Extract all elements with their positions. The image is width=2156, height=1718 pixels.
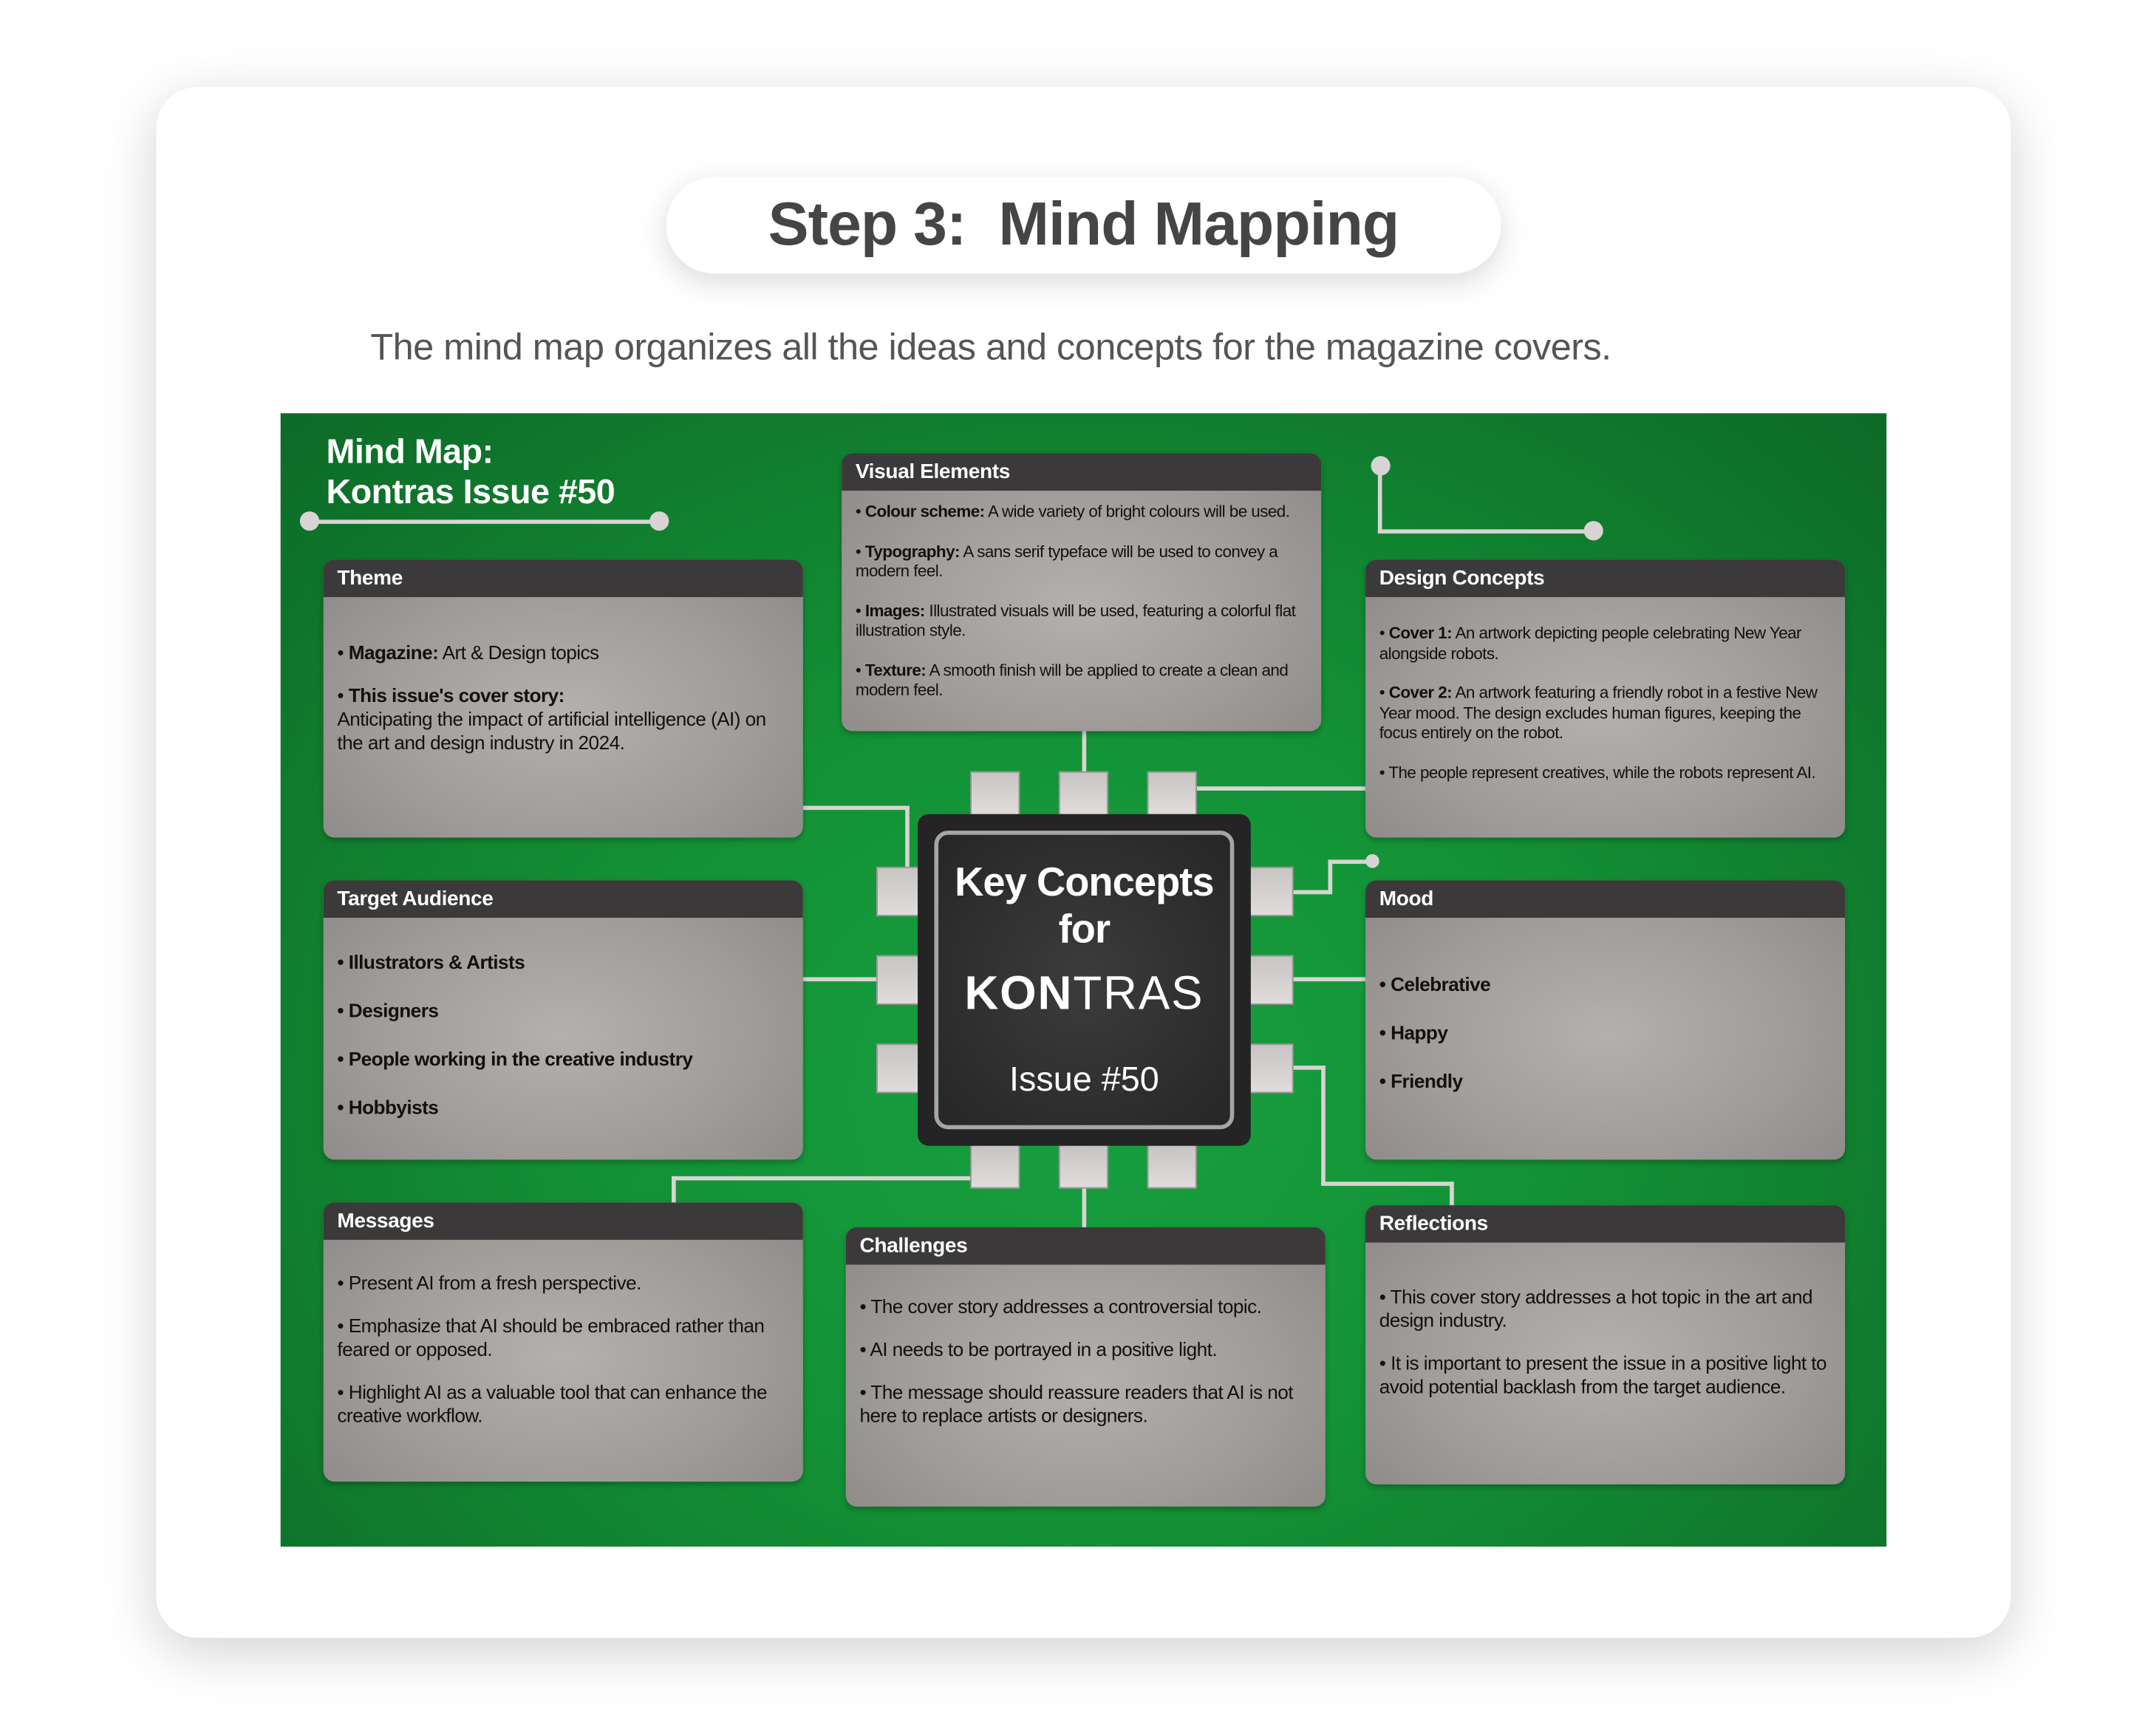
connector-dot <box>1371 456 1391 476</box>
challenge-item: • AI needs to be portrayed in a positive… <box>859 1337 1218 1360</box>
challenges-header: Challenges <box>845 1227 1326 1265</box>
visual-elements-box: Visual Elements • Colour scheme: A wide … <box>842 453 1322 732</box>
mind-map-panel: Mind Map: Kontras Issue #50 <box>280 413 1887 1547</box>
connector-line <box>672 1176 676 1204</box>
audience-item: • People working in the creative industr… <box>337 1047 693 1070</box>
page-subtitle: The mind map organizes all the ideas and… <box>370 326 1611 368</box>
mood-item: • Celebrative <box>1379 972 1491 995</box>
connector-line <box>1377 529 1594 534</box>
connector-line <box>802 977 879 982</box>
design-item: • The people represent creatives, while … <box>1379 762 1816 782</box>
chip-pin <box>1147 771 1197 816</box>
connector-line <box>1328 859 1373 865</box>
audience-item: • Designers <box>337 999 439 1022</box>
challenges-box: Challenges • The cover story addresses a… <box>845 1227 1326 1507</box>
page-title: Step 3: Mind Mapping <box>666 177 1501 274</box>
chip-pin <box>1249 1043 1294 1094</box>
target-audience-box: Target Audience • Illustrators & Artists… <box>323 880 803 1160</box>
connector-line <box>1321 1182 1454 1186</box>
chip-pin <box>970 771 1020 816</box>
kontras-logo: KONTRAS <box>938 967 1230 1021</box>
connector-line <box>1292 890 1331 895</box>
connector-line <box>1082 1187 1087 1229</box>
message-item: • Highlight AI as a valuable tool that c… <box>337 1380 768 1427</box>
issue-number: Issue #50 <box>1009 1060 1159 1100</box>
connector-line <box>802 805 910 811</box>
chip-pin <box>1249 955 1294 1005</box>
mood-header: Mood <box>1365 880 1846 918</box>
visual-elements-header: Visual Elements <box>842 453 1322 491</box>
challenge-item: • The cover story addresses a controvers… <box>859 1295 1262 1318</box>
mind-map-title: Mind Map: Kontras Issue #50 <box>326 432 615 512</box>
chip-pin <box>876 866 921 917</box>
visual-item: • Texture: A smooth finish will be appli… <box>855 660 1289 700</box>
design-concepts-box: Design Concepts • Cover 1: An artwork de… <box>1365 559 1846 838</box>
connector-line <box>1196 786 1367 791</box>
design-concepts-header: Design Concepts <box>1365 559 1846 598</box>
chip-pin <box>1147 1144 1197 1189</box>
connector-dot <box>649 511 669 531</box>
center-title-line2: for <box>1058 907 1111 952</box>
mind-map-title-line2: Kontras Issue #50 <box>326 472 615 512</box>
center-title: Key Concepts for <box>938 859 1230 953</box>
connector-line <box>1292 1066 1326 1070</box>
chip-pin <box>970 1144 1020 1189</box>
logo-light-part: TRAS <box>1073 967 1204 1020</box>
messages-header: Messages <box>323 1202 803 1240</box>
audience-item: • Hobbyists <box>337 1096 439 1119</box>
theme-item: • This issue's cover story:Anticipating … <box>337 684 766 754</box>
message-item: • Emphasize that AI should be embraced r… <box>337 1314 765 1360</box>
connector-line <box>1321 1066 1326 1185</box>
reflection-item: • This cover story addresses a hot topic… <box>1379 1285 1813 1332</box>
theme-box: Theme • Magazine: Art & Design topics • … <box>323 559 803 838</box>
reflection-item: • It is important to present the issue i… <box>1379 1351 1827 1398</box>
connector-dot <box>1365 853 1379 868</box>
reflections-header: Reflections <box>1365 1205 1846 1243</box>
logo-bold-part: KON <box>964 967 1074 1020</box>
messages-box: Messages • Present AI from a fresh persp… <box>323 1202 803 1482</box>
theme-header: Theme <box>323 559 803 598</box>
design-item: • Cover 1: An artwork depicting people c… <box>1379 623 1802 663</box>
audience-item: • Illustrators & Artists <box>337 950 525 973</box>
mood-box: Mood • Celebrative • Happy • Friendly <box>1365 880 1846 1160</box>
theme-item: • Magazine: Art & Design topics <box>337 641 599 664</box>
visual-item: • Typography: A sans serif typeface will… <box>855 541 1278 581</box>
chip-pin <box>1249 866 1294 917</box>
visual-item: • Colour scheme: A wide variety of brigh… <box>855 501 1290 522</box>
challenge-item: • The message should reassure readers th… <box>859 1380 1293 1427</box>
mind-map-title-line1: Mind Map: <box>326 432 494 471</box>
title-underline <box>309 519 660 524</box>
mood-item: • Happy <box>1379 1021 1448 1044</box>
design-item: • Cover 2: An artwork featuring a friend… <box>1379 683 1818 743</box>
connector-line <box>905 805 910 868</box>
connector-line <box>1292 977 1368 982</box>
connector-dot <box>299 511 320 531</box>
connector-line <box>1450 1182 1454 1210</box>
central-chip: Key Concepts for KONTRAS Issue #50 <box>918 814 1251 1146</box>
visual-item: • Images: Illustrated visuals will be us… <box>855 600 1296 641</box>
center-title-line1: Key Concepts <box>955 861 1214 906</box>
chip-pin <box>876 1043 921 1094</box>
chip-pin <box>1058 1144 1109 1189</box>
chip-pin <box>1058 771 1109 816</box>
reflections-box: Reflections • This cover story addresses… <box>1365 1205 1846 1484</box>
connector-dot <box>1583 521 1603 541</box>
connector-line <box>1082 731 1087 773</box>
connector-line <box>1328 859 1333 895</box>
chip-pin <box>876 955 921 1005</box>
message-item: • Present AI from a fresh perspective. <box>337 1271 641 1294</box>
connector-line <box>672 1176 972 1181</box>
connector-line <box>1377 466 1382 533</box>
target-audience-header: Target Audience <box>323 880 803 918</box>
mood-item: • Friendly <box>1379 1069 1463 1092</box>
